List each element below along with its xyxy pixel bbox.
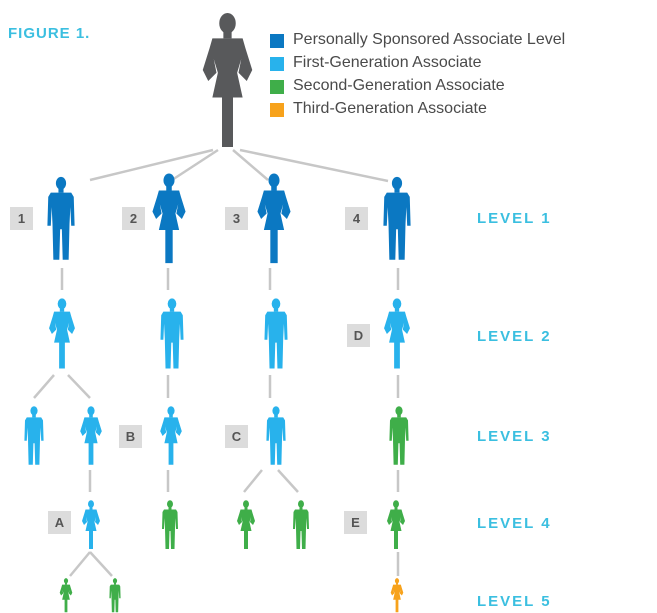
connector-line bbox=[171, 148, 219, 182]
level-5-label: LEVEL 5 bbox=[477, 593, 552, 610]
badge-b: B bbox=[119, 425, 142, 448]
person-male-icon bbox=[266, 406, 286, 465]
connectors bbox=[33, 148, 400, 577]
person-female-icon bbox=[257, 173, 291, 264]
person-male-icon bbox=[109, 578, 121, 613]
person-female-icon bbox=[152, 173, 186, 264]
badge-d: D bbox=[347, 324, 370, 347]
level-1-label: LEVEL 1 bbox=[477, 210, 552, 227]
badge-4: 4 bbox=[345, 207, 368, 230]
person-female-icon bbox=[82, 500, 100, 549]
connector-line bbox=[89, 148, 214, 182]
connector-line bbox=[33, 374, 55, 399]
connector-line bbox=[69, 551, 91, 577]
person-male-icon bbox=[264, 298, 288, 369]
badge-2: 2 bbox=[122, 207, 145, 230]
person-male-icon bbox=[47, 176, 75, 260]
connector-line bbox=[89, 551, 113, 577]
person-female-icon bbox=[49, 298, 75, 369]
person-female-icon bbox=[387, 500, 405, 549]
person-female-icon bbox=[384, 298, 410, 369]
figure-label: FIGURE 1. bbox=[8, 25, 91, 42]
level-3-label: LEVEL 3 bbox=[477, 428, 552, 445]
connector-line bbox=[67, 374, 91, 399]
badge-e: E bbox=[344, 511, 367, 534]
connector-line bbox=[243, 469, 263, 493]
legend-label: Second-Generation Associate bbox=[293, 77, 505, 94]
person-female-icon bbox=[202, 12, 253, 147]
person-male-icon bbox=[160, 298, 184, 369]
connector-line bbox=[232, 149, 269, 181]
person-male-icon bbox=[24, 406, 44, 465]
person-male-icon bbox=[293, 500, 309, 549]
level-4-label: LEVEL 4 bbox=[477, 515, 552, 532]
legend-label: Third-Generation Associate bbox=[293, 100, 487, 117]
legend-label: First-Generation Associate bbox=[293, 54, 482, 71]
connector-line bbox=[239, 148, 389, 183]
person-female-icon bbox=[390, 578, 404, 613]
level-2-label: LEVEL 2 bbox=[477, 328, 552, 345]
badge-1: 1 bbox=[10, 207, 33, 230]
legend-label: Personally Sponsored Associate Level bbox=[293, 31, 566, 48]
person-female-icon bbox=[80, 406, 102, 465]
person-male-icon bbox=[162, 500, 178, 549]
badge-3: 3 bbox=[225, 207, 248, 230]
person-male-icon bbox=[383, 176, 411, 260]
person-female-icon bbox=[59, 578, 73, 613]
person-female-icon bbox=[160, 406, 182, 465]
legend-swatch bbox=[270, 103, 284, 117]
legend-swatch bbox=[270, 80, 284, 94]
legend-swatch bbox=[270, 34, 284, 48]
badge-a: A bbox=[48, 511, 71, 534]
connector-line bbox=[277, 469, 299, 493]
person-female-icon bbox=[237, 500, 255, 549]
legend-swatch bbox=[270, 57, 284, 71]
person-male-icon bbox=[389, 406, 409, 465]
badge-c: C bbox=[225, 425, 248, 448]
